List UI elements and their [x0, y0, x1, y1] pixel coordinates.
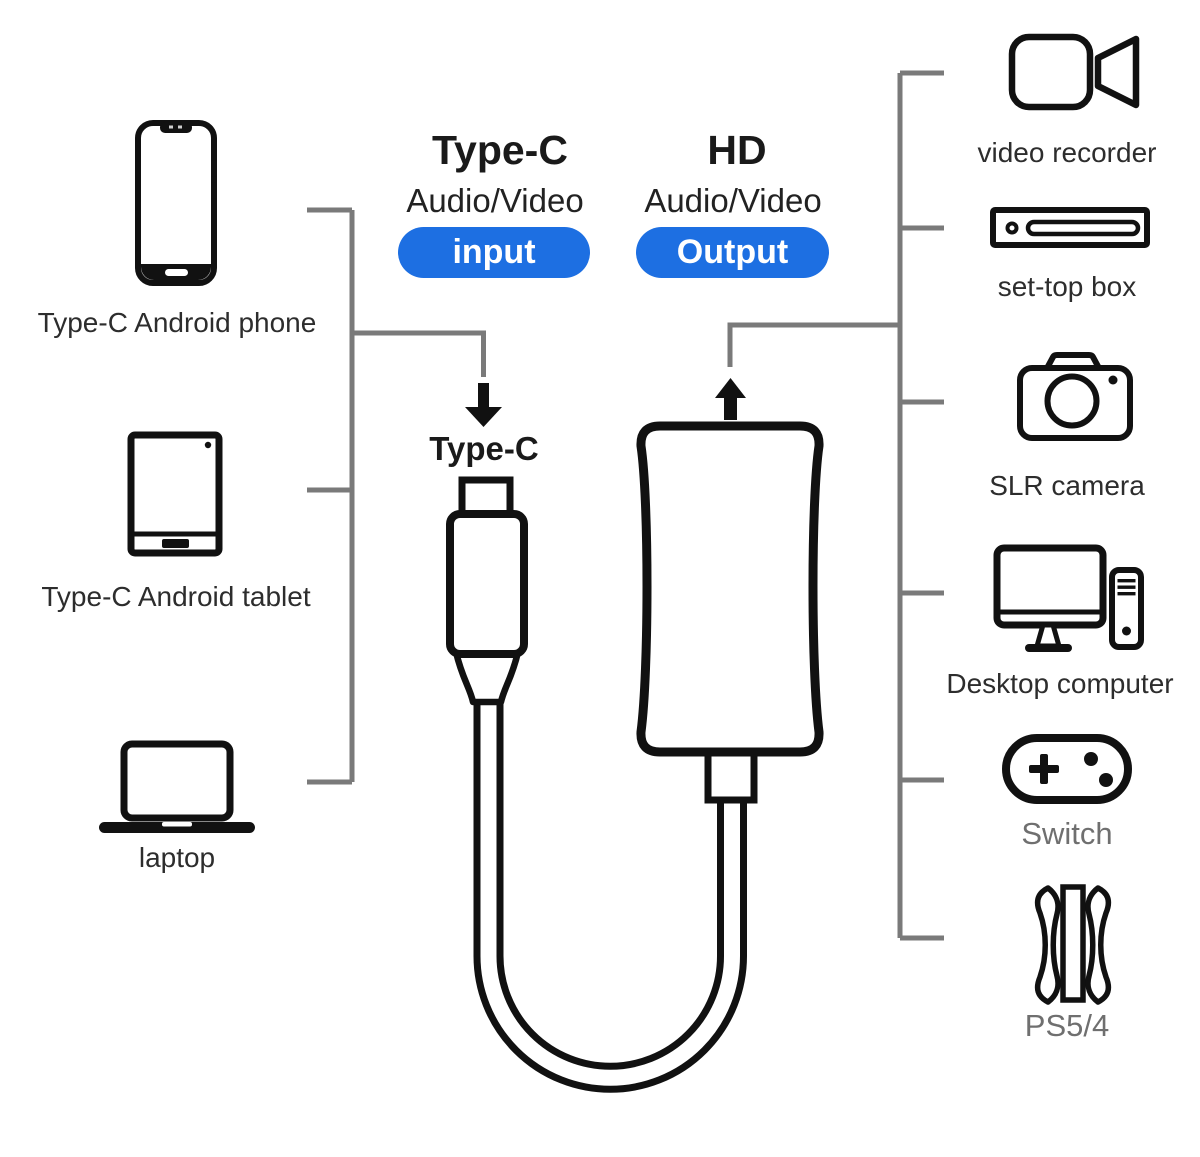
output-bracket-lines	[715, 70, 944, 941]
output-label-video-recorder: video recorder	[977, 137, 1157, 168]
up-arrow-icon	[715, 378, 746, 420]
output-label-switch: Switch	[1021, 816, 1113, 851]
video-recorder-icon	[1008, 33, 1140, 111]
cable-outline	[473, 700, 747, 1093]
output-subtitle: Audio/Video	[644, 182, 822, 219]
input-badge: input	[398, 227, 590, 278]
typec-connector-body	[446, 510, 528, 658]
ps5-console-icon	[1034, 884, 1112, 1005]
laptop-icon	[99, 740, 255, 833]
switch-gamepad-icon	[1002, 734, 1132, 804]
slr-camera-icon	[1017, 352, 1133, 441]
output-label-slr-camera: SLR camera	[989, 470, 1145, 501]
hd-adapter-body	[636, 421, 824, 757]
source-label-phone: Type-C Android phone	[37, 307, 317, 338]
output-label-ps5: PS5/4	[1024, 1008, 1110, 1043]
input-title: Type-C	[432, 127, 568, 173]
desktop-computer-icon	[993, 544, 1144, 652]
set-top-box-icon	[990, 207, 1150, 248]
source-label-laptop: laptop	[138, 842, 216, 873]
android-phone-icon	[135, 120, 217, 286]
connector-label: Type-C	[429, 430, 539, 467]
source-label-tablet: Type-C Android tablet	[41, 581, 311, 612]
output-label-set-top-box: set-top box	[997, 271, 1137, 302]
typec-neck	[452, 648, 522, 706]
android-tablet-icon	[127, 431, 223, 557]
input-subtitle: Audio/Video	[406, 182, 584, 219]
output-title: HD	[707, 127, 767, 173]
output-badge: Output	[636, 227, 829, 278]
typec-to-hd-adapter-drawing	[446, 421, 824, 1093]
output-label-desktop: Desktop computer	[946, 668, 1174, 699]
hd-connector-tab	[704, 748, 758, 804]
down-arrow-icon	[465, 383, 502, 427]
input-bracket-lines	[307, 207, 502, 785]
